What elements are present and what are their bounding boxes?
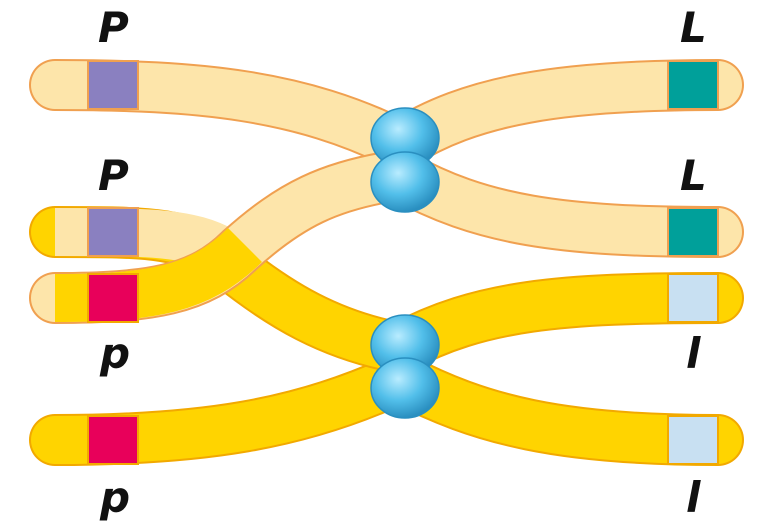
allele-band-L-1 [667,60,719,110]
label-l-third: l [686,329,701,378]
label-P-second: P [98,151,129,200]
label-P-top: P [98,3,129,52]
label-p-third: p [99,329,130,378]
allele-band-L-2 [667,207,719,257]
allele-band-p-2 [87,415,139,465]
allele-band-l-1 [667,273,719,323]
label-p-bottom: p [99,473,130,522]
allele-band-P-2 [87,207,139,257]
centromere-upper [370,107,440,213]
allele-band-l-2 [667,415,719,465]
centromere-lower [370,314,440,419]
allele-band-p-1 [87,273,139,323]
allele-band-P-1 [87,60,139,110]
label-L-top: L [680,3,707,52]
label-L-second: L [680,151,707,200]
label-l-bottom: l [686,473,701,522]
